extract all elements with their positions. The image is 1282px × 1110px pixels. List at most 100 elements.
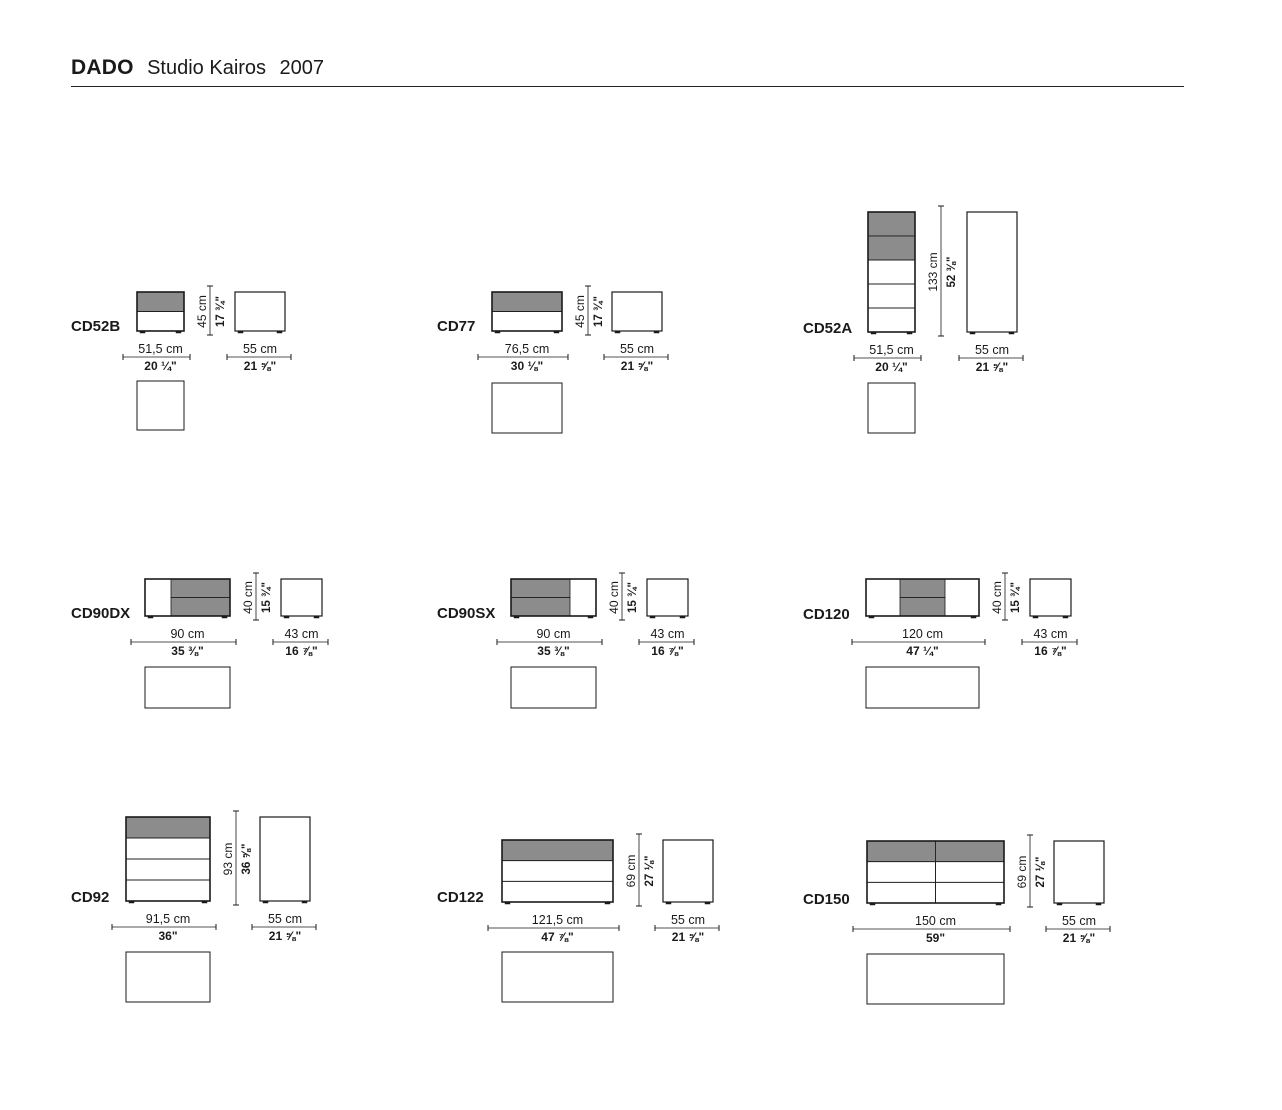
- cabinet-foot: [283, 615, 290, 619]
- side-elevation: [646, 578, 689, 617]
- width-cm: 51,5 cm: [869, 343, 913, 357]
- depth-inches: 21 ⅝": [1063, 931, 1095, 945]
- depth-cm: 55 cm: [243, 342, 277, 356]
- depth-inches: 16 ⅞": [651, 644, 683, 658]
- width-cm: 121,5 cm: [532, 913, 583, 927]
- drawer-front: [866, 861, 936, 883]
- drawer-front: [867, 235, 916, 261]
- drawer-front: [866, 881, 936, 904]
- model-code: CD122: [437, 889, 484, 906]
- height-cm: 69 cm: [624, 855, 638, 888]
- front-elevation: [865, 578, 980, 617]
- height-cm: 40 cm: [607, 581, 621, 614]
- depth-cm: 55 cm: [1062, 914, 1096, 928]
- cabinet-foot: [870, 331, 877, 335]
- side-elevation: [259, 816, 311, 902]
- cabinet-foot: [147, 615, 154, 619]
- cabinet-foot: [869, 902, 876, 906]
- plan-view: [866, 953, 1005, 1005]
- drawer-front: [491, 291, 563, 312]
- height-cm: 40 cm: [990, 581, 1004, 614]
- width-cm: 120 cm: [902, 627, 943, 641]
- drawer-front: [935, 840, 1005, 863]
- page-header: DADO Studio Kairos 2007: [71, 56, 1184, 87]
- cabinet-foot: [301, 900, 308, 904]
- brand-name: DADO: [71, 56, 134, 79]
- cabinet-foot: [553, 330, 560, 334]
- drawer-front: [867, 283, 916, 309]
- cabinet-foot: [513, 615, 520, 619]
- height-cm: 45 cm: [573, 295, 587, 328]
- height-cm: 40 cm: [241, 581, 255, 614]
- width-cm: 150 cm: [915, 914, 956, 928]
- drawer-front: [867, 307, 916, 333]
- drawer-front: [125, 837, 211, 860]
- height-cm: 133 cm: [926, 252, 940, 291]
- model-code: CD77: [437, 318, 475, 335]
- width-cm: 90 cm: [536, 627, 570, 641]
- width-inches: 35 ⅜": [537, 644, 569, 658]
- depth-inches: 21 ⅝": [621, 359, 653, 373]
- width-inches: 20 ¼": [144, 359, 176, 373]
- cabinet-foot: [604, 901, 611, 905]
- model-code: CD52A: [803, 320, 852, 337]
- model-code: CD90SX: [437, 605, 495, 622]
- cabinet-foot: [494, 330, 501, 334]
- plan-view: [125, 951, 211, 1003]
- front-elevation: [491, 291, 563, 332]
- plan-view: [136, 380, 185, 431]
- height-inches: 27 ⅛": [644, 855, 656, 886]
- drawer-front: [867, 259, 916, 285]
- drawer-front: [491, 311, 563, 332]
- width-inches: 59": [926, 931, 945, 945]
- drawer-front: [125, 858, 211, 881]
- side-elevation: [1029, 578, 1072, 617]
- front-elevation: [866, 840, 1005, 904]
- model-code: CD120: [803, 606, 850, 623]
- width-inches: 47 ⅞": [541, 930, 573, 944]
- plan-view: [501, 951, 614, 1003]
- cabinet-foot: [221, 615, 228, 619]
- height-inches: 17 ¾": [215, 296, 227, 327]
- side-elevation: [234, 291, 286, 332]
- depth-cm: 43 cm: [284, 627, 318, 641]
- drawer-front: [866, 840, 936, 863]
- cabinet-foot: [969, 331, 976, 335]
- drawer-front: [501, 880, 614, 903]
- cabinet-foot: [614, 330, 621, 334]
- front-elevation: [136, 291, 185, 332]
- cabinet-foot: [262, 900, 269, 904]
- width-cm: 91,5 cm: [146, 912, 190, 926]
- cabinet-foot: [970, 615, 977, 619]
- drawer-front: [510, 578, 571, 598]
- height-cm: 45 cm: [195, 295, 209, 328]
- drawer-front: [935, 881, 1005, 904]
- cabinet-foot: [1095, 902, 1102, 906]
- width-inches: 36": [158, 929, 177, 943]
- side-elevation: [611, 291, 663, 332]
- model-code: CD92: [71, 889, 109, 906]
- drawer-front: [125, 816, 211, 839]
- width-inches: 30 ⅛": [511, 359, 543, 373]
- side-elevation: [280, 578, 323, 617]
- height-inches: 15 ¾": [1010, 582, 1022, 613]
- depth-cm: 55 cm: [620, 342, 654, 356]
- depth-inches: 21 ⅝": [976, 360, 1008, 374]
- cabinet-foot: [1056, 902, 1063, 906]
- model-code: CD90DX: [71, 605, 130, 622]
- height-inches: 27 ⅛": [1035, 856, 1047, 887]
- depth-inches: 21 ⅝": [672, 930, 704, 944]
- cabinet-foot: [653, 330, 660, 334]
- width-cm: 76,5 cm: [505, 342, 549, 356]
- side-elevation: [966, 211, 1018, 333]
- height-cm: 93 cm: [221, 843, 235, 876]
- depth-cm: 55 cm: [975, 343, 1009, 357]
- drawer-front: [899, 578, 946, 598]
